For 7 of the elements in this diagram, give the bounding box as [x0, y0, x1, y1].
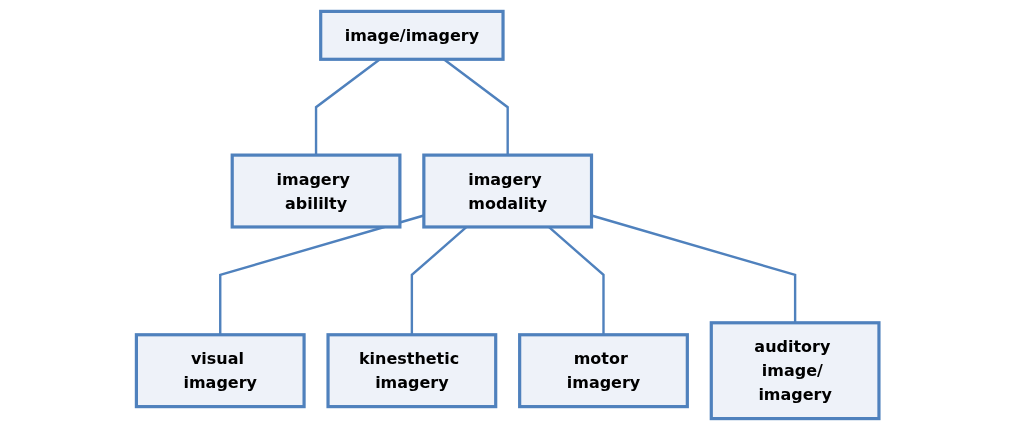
node-box: visual imagery	[135, 332, 306, 408]
node-box: motor imagery	[518, 332, 690, 408]
node-box: auditory image/ imagery	[710, 320, 881, 420]
node-box: kinesthetic imagery	[326, 332, 498, 408]
node-box: imagery modality	[422, 153, 594, 229]
node-box: imagery abililty	[230, 153, 402, 229]
node-box: image/imagery	[319, 9, 505, 61]
